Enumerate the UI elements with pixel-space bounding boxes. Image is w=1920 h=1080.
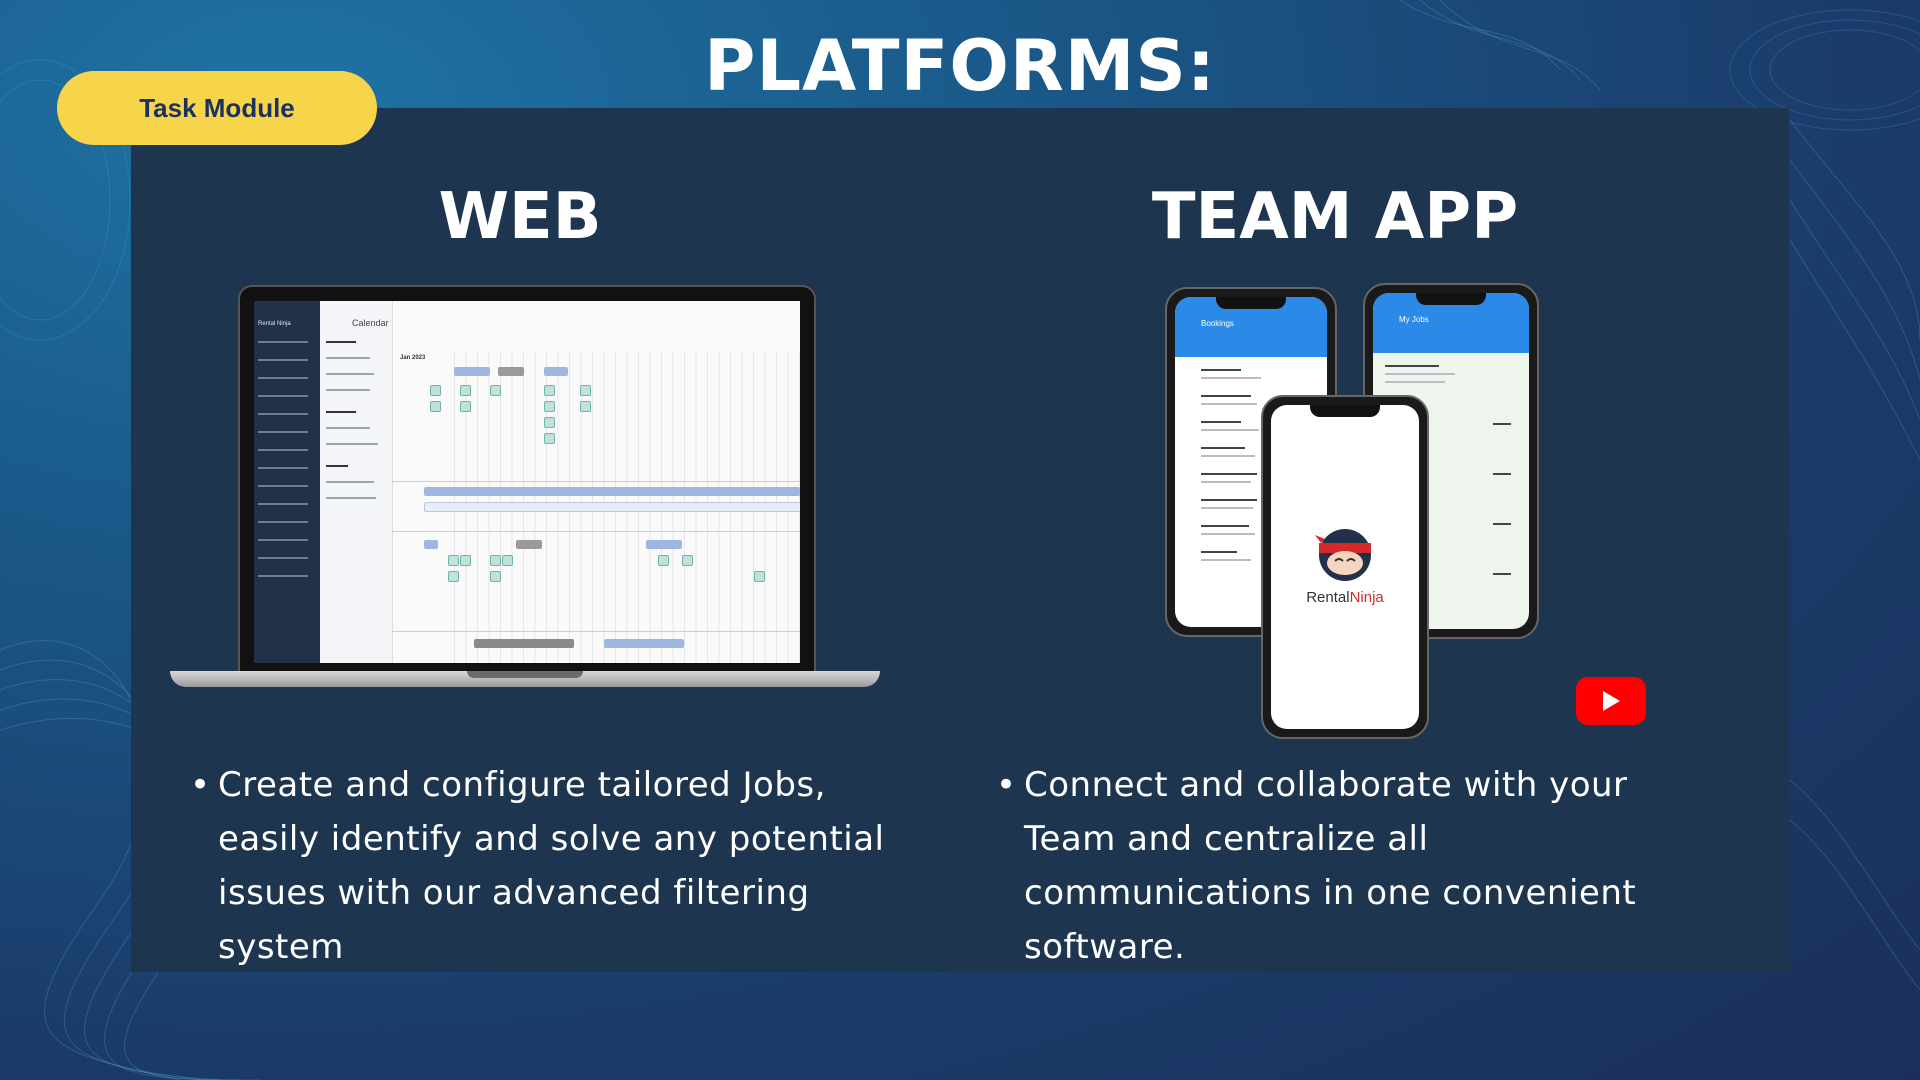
slide-title: PLATFORMS: — [704, 25, 1216, 107]
laptop-lid: Rental Ninja Calenda — [238, 285, 816, 677]
youtube-play-icon[interactable] — [1576, 677, 1646, 725]
web-brand: Rental Ninja — [258, 321, 291, 327]
task-module-badge: Task Module — [57, 71, 377, 145]
phone-rental-ninja-splash: RentalNinja — [1261, 395, 1429, 739]
rental-ninja-logo: RentalNinja — [1271, 525, 1419, 606]
my-jobs-title: My Jobs — [1399, 315, 1429, 324]
laptop-base — [170, 671, 880, 687]
team-app-heading: TEAM APP — [1151, 180, 1519, 254]
web-calendar-screenshot: Rental Ninja Calenda — [254, 301, 800, 663]
ninja-logo-icon — [1315, 529, 1371, 581]
logo-text-rental: Rental — [1306, 589, 1350, 606]
laptop-mockup: Rental Ninja Calenda — [170, 285, 880, 705]
logo-text-ninja: Ninja — [1349, 589, 1384, 606]
bookings-title: Bookings — [1201, 319, 1234, 328]
web-heading: WEB — [438, 180, 602, 254]
web-calendar-title: Calendar — [352, 318, 389, 328]
web-calendar-month: Jan 2023 — [400, 355, 426, 361]
team-app-description: Connect and collaborate with your Team a… — [996, 758, 1714, 974]
web-description: Create and configure tailored Jobs, easi… — [190, 758, 938, 974]
web-nav-sidebar: Rental Ninja — [254, 301, 320, 663]
laptop-base-notch — [467, 671, 583, 678]
web-sub-sidebar — [320, 301, 393, 663]
